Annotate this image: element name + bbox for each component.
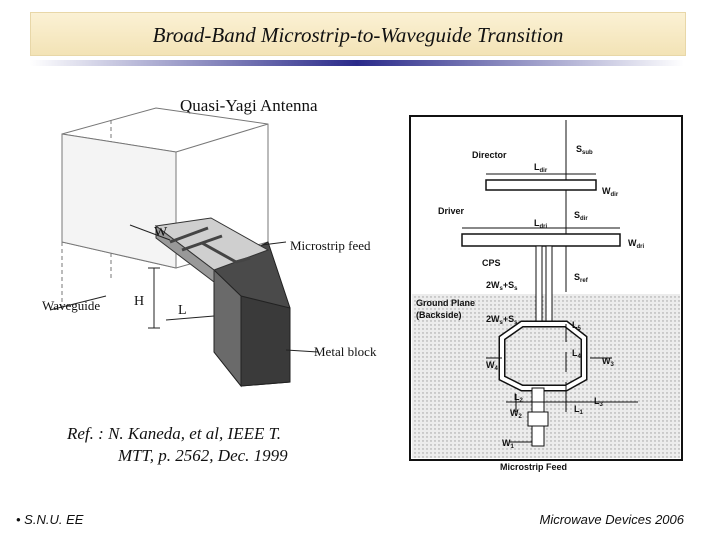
- l1-label: L1: [574, 404, 584, 416]
- figure-subtitle: Quasi-Yagi Antenna: [180, 96, 318, 115]
- title-underline: [30, 60, 684, 66]
- l5-label: L5: [572, 320, 582, 332]
- w-dir-label: Wdir: [602, 186, 619, 198]
- footer-affiliation-text: S.N.U. EE: [24, 512, 84, 527]
- l-dri-label: Ldri: [534, 218, 548, 230]
- w4-label: W4: [486, 360, 499, 372]
- dim-h-label: H: [134, 294, 144, 309]
- s-dir-label: Sdir: [574, 210, 588, 222]
- dim-w-label: W: [154, 225, 168, 240]
- s-sub-label: Ssub: [576, 144, 593, 156]
- l3-label: L3: [594, 396, 604, 408]
- dim-l-label: L: [178, 303, 187, 318]
- w3-label: W3: [602, 356, 615, 368]
- director-label: Director: [472, 150, 507, 160]
- reference-line-2: MTT, p. 2562, Dec. 1999: [118, 446, 288, 465]
- l2-label: L2: [514, 392, 524, 404]
- waveguide-label: Waveguide: [42, 298, 100, 313]
- metal-block-label: Metal block: [314, 344, 377, 359]
- slide-title: Broad-Band Microstrip-to-Waveguide Trans…: [152, 23, 564, 47]
- w1-label: W1: [502, 438, 515, 450]
- microstrip-feed-caption: Microstrip Feed: [500, 462, 567, 472]
- waveguide-transition-figure: W H L Waveguide Microstrip feed Metal bl…: [42, 107, 377, 388]
- footer-affiliation: • S.N.U. EE: [16, 512, 84, 527]
- ground-width-label: 2Ws+Ss: [486, 314, 518, 326]
- w-dri-label: Wdri: [628, 238, 645, 250]
- w2-label: W2: [510, 408, 523, 420]
- backside-label: (Backside): [416, 310, 462, 320]
- driver-label: Driver: [438, 206, 465, 216]
- reference-line-1: Ref. : N. Kaneda, et al, IEEE T.: [67, 424, 282, 443]
- microstrip-feed-label: Microstrip feed: [290, 238, 371, 253]
- footer-course: Microwave Devices 2006: [539, 512, 684, 527]
- quasi-yagi-layout-figure: Ssub Director Ldir Wdir Driver Sdir Ldri…: [409, 115, 683, 472]
- ground-plane-label: Ground Plane: [416, 298, 475, 308]
- l4-label: L4: [572, 348, 582, 360]
- cps-label: CPS: [482, 258, 501, 268]
- s-ref-label: Sref: [574, 272, 589, 284]
- l-dir-label: Ldir: [534, 162, 548, 174]
- title-bar: Broad-Band Microstrip-to-Waveguide Trans…: [30, 12, 686, 56]
- cps-width-label: 2Ws+Ss: [486, 280, 518, 292]
